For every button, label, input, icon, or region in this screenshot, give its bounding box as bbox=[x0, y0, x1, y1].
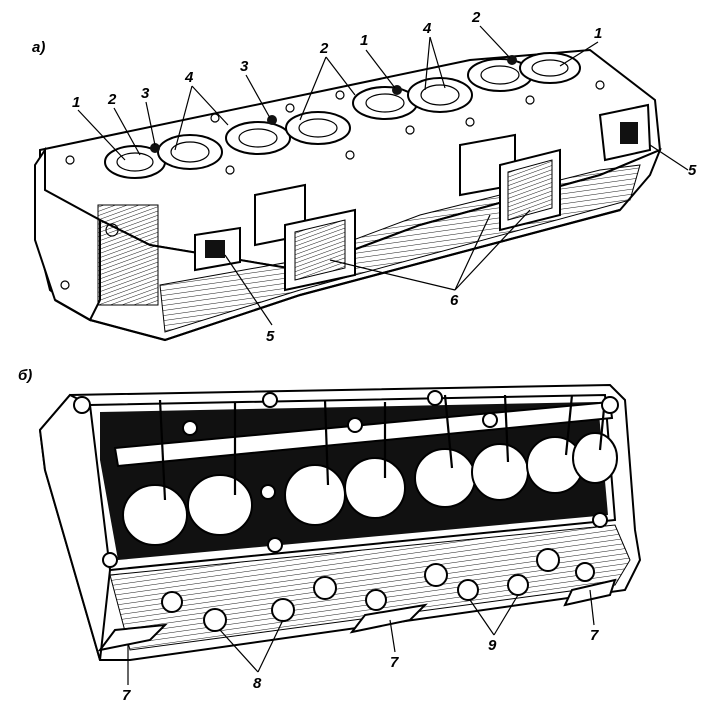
callout-a-4: 4 bbox=[184, 69, 194, 86]
view-b-labels: б) 7 8 7 9 7 bbox=[18, 367, 599, 704]
callout-b-4: 9 bbox=[488, 637, 497, 654]
callout-a-11: 5 bbox=[688, 162, 697, 179]
view-a-leaders bbox=[77, 25, 689, 326]
view-b-label: б) bbox=[18, 367, 32, 384]
callout-a-13: 6 bbox=[450, 292, 459, 309]
callout-a-12: 5 bbox=[266, 328, 275, 345]
view-b-drawing bbox=[38, 383, 642, 661]
callout-a-7: 1 bbox=[360, 32, 368, 49]
callout-a-8: 4 bbox=[422, 20, 432, 37]
view-a-labels: а) 1 2 3 4 3 2 1 4 2 1 5 5 6 bbox=[32, 9, 697, 345]
callout-a-5: 3 bbox=[240, 58, 249, 75]
callout-a-6: 2 bbox=[319, 40, 329, 57]
callout-a-1: 1 bbox=[72, 94, 80, 111]
view-b-leaders bbox=[127, 589, 595, 685]
callout-a-2: 2 bbox=[107, 91, 117, 108]
callout-a-9: 2 bbox=[471, 9, 481, 26]
view-a-drawing bbox=[33, 48, 662, 342]
callout-b-5: 7 bbox=[590, 627, 599, 644]
callout-a-3: 3 bbox=[141, 85, 150, 102]
callout-b-2: 8 bbox=[253, 675, 262, 692]
view-a-label: а) bbox=[32, 39, 45, 56]
callout-b-1: 7 bbox=[122, 687, 131, 704]
callout-a-10: 1 bbox=[594, 25, 602, 42]
callout-b-3: 7 bbox=[390, 654, 399, 671]
